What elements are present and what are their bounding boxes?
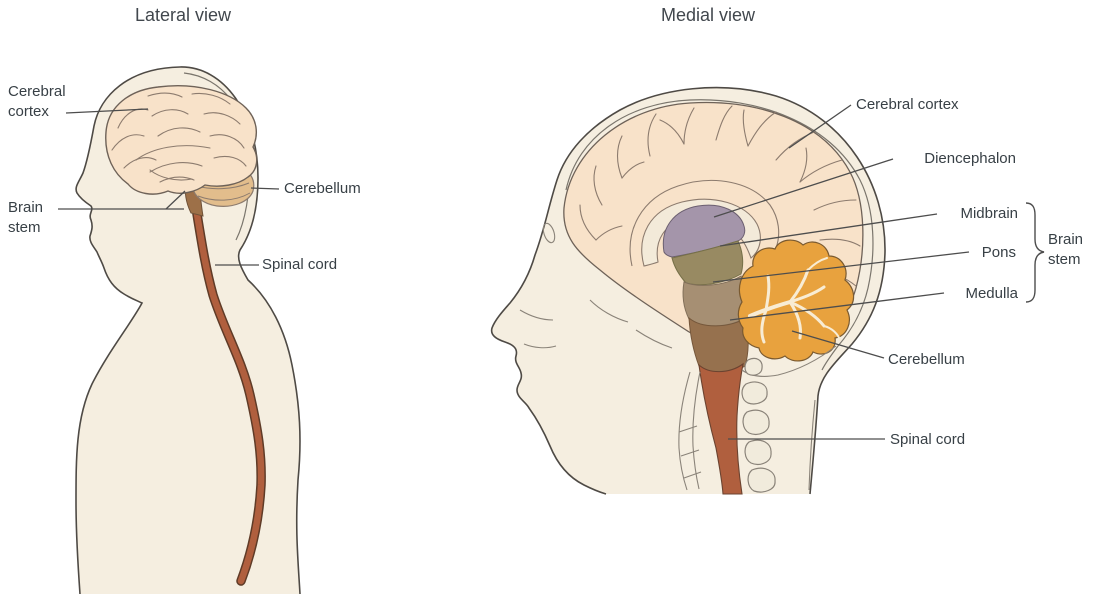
lateral-cerebral-cortex	[105, 85, 258, 195]
leader-lines	[58, 104, 970, 440]
throat-structures	[678, 371, 702, 491]
medial-view-title: Medial view	[660, 5, 756, 25]
label-spinal-cord-lateral: Spinal cord	[262, 256, 338, 273]
label-cerebral-cortex-lateral: Cerebral cortex	[8, 83, 66, 120]
vertebrae	[741, 357, 776, 493]
skull-base-details	[519, 222, 673, 349]
label-cerebellum-medial: Cerebellum	[888, 351, 965, 368]
label-medulla: Medulla	[965, 285, 1018, 302]
leader-diencephalon	[713, 158, 894, 218]
leader-cerebellum-lateral	[250, 187, 280, 190]
arbor-vitae	[748, 257, 841, 344]
label-diencephalon: Diencephalon	[924, 150, 1016, 167]
leader-brain-stem-lateral-branch	[165, 190, 186, 210]
leader-pons	[712, 251, 970, 283]
leader-cerebellum-medial	[791, 330, 885, 359]
label-spinal-cord-medial: Spinal cord	[890, 431, 966, 448]
lateral-spinal-cord	[193, 210, 265, 585]
leader-cerebral-cortex-medial	[788, 104, 852, 149]
midbrain	[671, 240, 744, 286]
leader-medulla	[729, 292, 945, 321]
label-cerebral-cortex-medial: Cerebral cortex	[856, 96, 959, 113]
lateral-view-title: Lateral view	[134, 5, 232, 25]
label-midbrain: Midbrain	[960, 205, 1018, 222]
medial-cingulate-line	[629, 179, 780, 267]
leader-midbrain	[719, 213, 938, 247]
lateral-gyri	[111, 92, 247, 183]
diencephalon	[662, 204, 746, 258]
label-cerebellum-lateral: Cerebellum	[284, 180, 361, 197]
medial-figure	[490, 86, 886, 495]
label-brain-stem-lateral: Brain stem	[8, 199, 44, 236]
leader-cerebral-cortex-lateral	[65, 108, 149, 114]
label-pons: Pons	[981, 244, 1016, 261]
brain-stem-brace	[1025, 202, 1045, 303]
medial-neck-inner-line	[808, 399, 816, 491]
label-brain-stem-medial: Brain stem	[1048, 231, 1084, 268]
lateral-figure	[75, 66, 301, 594]
medial-spinal-cord	[698, 362, 744, 495]
